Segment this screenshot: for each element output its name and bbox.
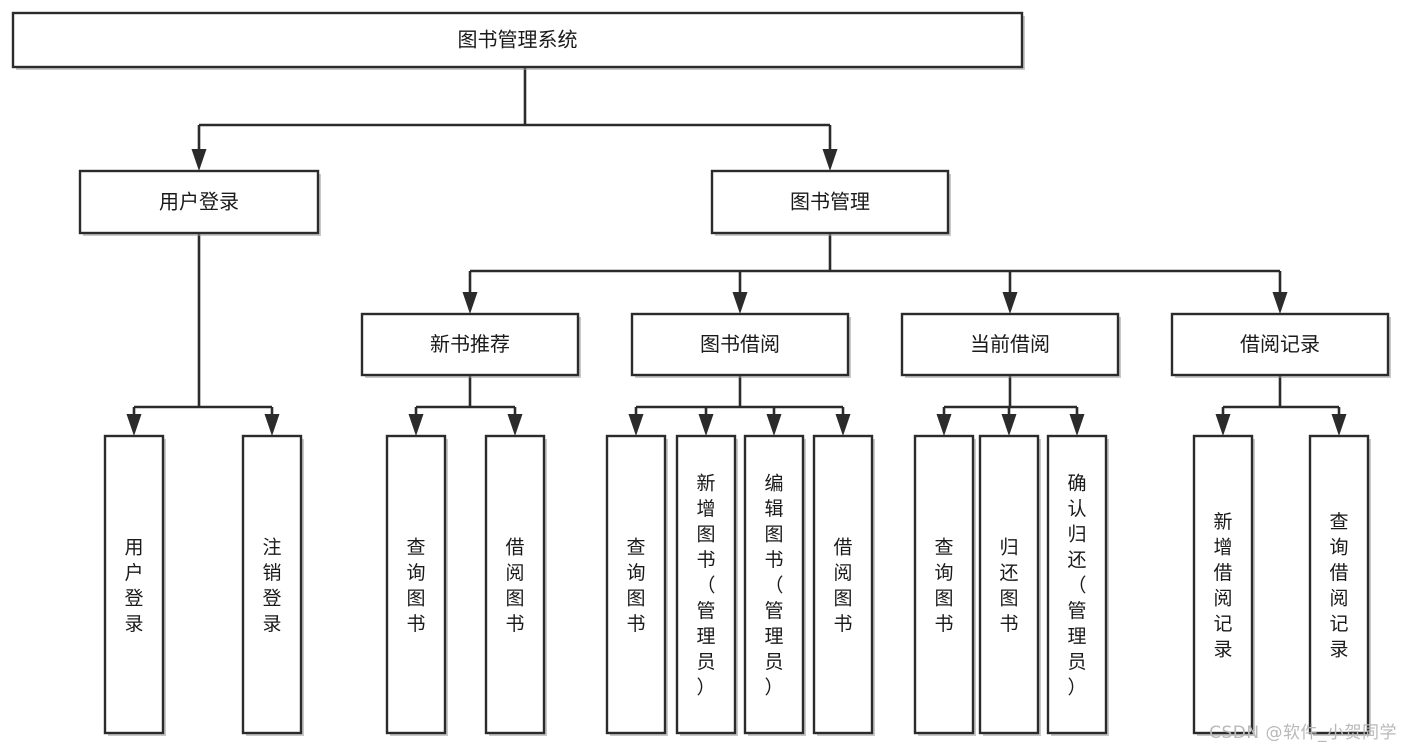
arrow-head-icon (766, 414, 782, 436)
node-borrow-record[interactable]: 借阅记录 (1170, 312, 1391, 378)
node-leaf-confirm-return-admin[interactable]: 确认归还（管理员） (1046, 434, 1109, 736)
edge-group-borrow-record (1215, 375, 1347, 436)
node-label: 借阅图书 (833, 536, 852, 635)
node-current-borrow[interactable]: 当前借阅 (900, 312, 1121, 378)
arrow-head-icon (732, 292, 748, 314)
arrow-head-icon (822, 149, 838, 171)
node-label: 图书管理系统 (458, 28, 578, 52)
node-leaf-return-book[interactable]: 归还图书 (978, 434, 1041, 736)
csdn-watermark: CSDN @软件_小贺同学 (1209, 723, 1397, 743)
node-label: 新书推荐 (430, 332, 510, 356)
node-leaf-edit-book-admin[interactable]: 编辑图书（管理员） (743, 434, 806, 736)
edge-group-user-login (126, 233, 280, 436)
node-label: 借阅记录 (1240, 332, 1320, 356)
node-rect[interactable] (11, 11, 1024, 69)
arrow-head-icon (264, 414, 280, 436)
edge-group-root (191, 67, 838, 171)
arrow-head-icon (936, 414, 952, 436)
arrow-head-icon (507, 414, 523, 436)
node-leaf-query-book-1[interactable]: 查询图书 (385, 434, 448, 736)
arrow-head-icon (126, 414, 142, 436)
node-leaf-logout-login[interactable]: 注销登录 (241, 434, 304, 736)
edge-group-new-book-recommend (408, 375, 523, 436)
node-label: 注销登录 (262, 536, 281, 635)
node-rect[interactable] (103, 434, 165, 735)
arrow-head-icon (698, 414, 714, 436)
node-label: 查询借阅记录 (1329, 511, 1348, 661)
node-rect[interactable] (360, 312, 580, 377)
node-rect[interactable] (1192, 434, 1254, 735)
node-rect[interactable] (978, 434, 1040, 735)
node-user-login[interactable]: 用户登录 (78, 169, 321, 236)
edge-group-book-borrow (628, 375, 851, 436)
node-label: 新增借阅记录 (1213, 511, 1232, 661)
node-label: 归还图书 (999, 536, 1018, 635)
arrow-head-icon (191, 149, 207, 171)
node-leaf-user-login[interactable]: 用户登录 (103, 434, 166, 736)
node-leaf-add-borrow-record[interactable]: 新增借阅记录 (1192, 434, 1255, 736)
node-rect[interactable] (605, 434, 667, 735)
connector-layer (126, 67, 1347, 436)
arrow-head-icon (1002, 292, 1018, 314)
arrow-head-icon (1001, 414, 1017, 436)
node-rect[interactable] (385, 434, 447, 735)
node-leaf-borrow-book-1[interactable]: 借阅图书 (484, 434, 547, 736)
arrow-head-icon (1331, 414, 1347, 436)
node-rect[interactable] (1170, 312, 1390, 377)
node-leaf-add-book-admin[interactable]: 新增图书（管理员） (675, 434, 738, 736)
node-label: 借阅图书 (505, 536, 524, 635)
arrow-head-icon (1272, 292, 1288, 314)
arrow-head-icon (1069, 414, 1085, 436)
node-rect[interactable] (675, 434, 737, 735)
node-rect[interactable] (900, 312, 1120, 377)
arrow-head-icon (628, 414, 644, 436)
node-rect[interactable] (710, 169, 950, 235)
node-leaf-query-book-2[interactable]: 查询图书 (605, 434, 668, 736)
arrow-head-icon (408, 414, 424, 436)
node-label: 查询图书 (626, 536, 645, 635)
arrow-head-icon (1215, 414, 1231, 436)
node-book-borrow[interactable]: 图书借阅 (630, 312, 851, 378)
node-leaf-query-borrow-record[interactable]: 查询借阅记录 (1308, 434, 1371, 736)
node-layer: 图书管理系统用户登录图书管理新书推荐图书借阅当前借阅借阅记录用户登录注销登录查询… (11, 11, 1391, 736)
node-leaf-query-book-3[interactable]: 查询图书 (913, 434, 976, 736)
node-label: 确认归还（管理员） (1067, 473, 1086, 699)
node-label: 当前借阅 (970, 332, 1050, 356)
node-label: 图书借阅 (700, 332, 780, 356)
node-label: 用户登录 (124, 536, 143, 635)
node-rect[interactable] (1046, 434, 1108, 735)
node-label: 查询图书 (406, 536, 425, 635)
node-rect[interactable] (630, 312, 850, 377)
node-rect[interactable] (484, 434, 546, 735)
edge-group-book-management (462, 233, 1288, 314)
node-rect[interactable] (913, 434, 975, 735)
arrow-head-icon (462, 292, 478, 314)
node-label: 编辑图书（管理员） (764, 473, 783, 699)
node-label: 图书管理 (790, 190, 870, 214)
node-label: 查询图书 (934, 536, 953, 635)
node-leaf-borrow-book-2[interactable]: 借阅图书 (812, 434, 875, 736)
node-rect[interactable] (743, 434, 805, 735)
node-root[interactable]: 图书管理系统 (11, 11, 1025, 70)
node-rect[interactable] (1308, 434, 1370, 735)
node-rect[interactable] (241, 434, 303, 735)
node-label: 新增图书（管理员） (696, 473, 715, 699)
arrow-head-icon (835, 414, 851, 436)
node-rect[interactable] (812, 434, 874, 735)
node-label: 用户登录 (159, 190, 239, 214)
node-book-management[interactable]: 图书管理 (710, 169, 951, 236)
node-rect[interactable] (78, 169, 320, 235)
edge-group-current-borrow (936, 375, 1085, 436)
node-new-book-recommend[interactable]: 新书推荐 (360, 312, 581, 378)
